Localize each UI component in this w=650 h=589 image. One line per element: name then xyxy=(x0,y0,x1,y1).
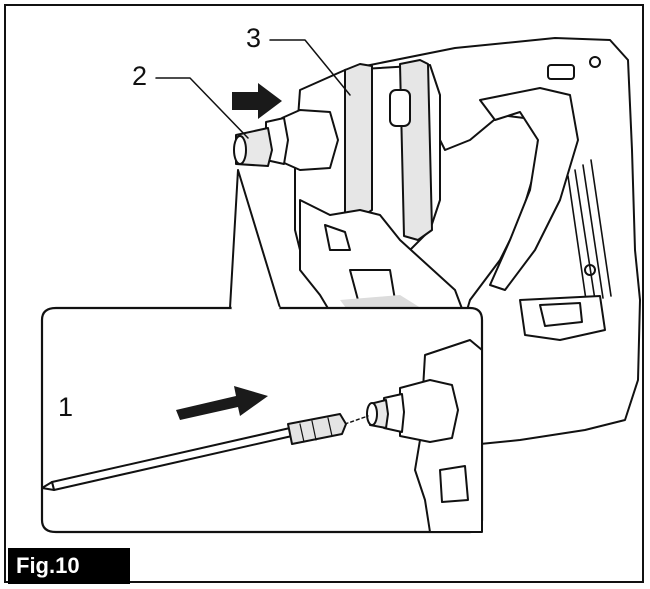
detail-inset xyxy=(40,169,484,534)
top-switch xyxy=(547,64,575,80)
side-knob xyxy=(389,89,411,127)
insert-arrow-inset xyxy=(176,386,268,420)
bit-holder-face xyxy=(233,135,247,165)
figure-frame xyxy=(4,4,644,583)
inset-pointer xyxy=(229,169,281,309)
housing-band xyxy=(344,63,373,219)
callout-1: 1 xyxy=(58,392,74,422)
insert-path xyxy=(344,415,369,425)
battery-mount xyxy=(519,295,606,341)
leader-2 xyxy=(155,77,249,139)
inset-chuck-collar xyxy=(399,379,459,443)
screw-hole-2 xyxy=(584,264,596,276)
insert-arrow-top xyxy=(232,83,282,119)
bit-hex-lines xyxy=(299,417,333,443)
callout-3: 3 xyxy=(246,23,262,53)
callout-2: 2 xyxy=(132,61,148,91)
screw-hole xyxy=(589,56,601,68)
battery-latch xyxy=(539,302,583,327)
inset-housing-detail xyxy=(439,465,469,503)
vent-lines xyxy=(567,159,612,301)
inset-holder-face xyxy=(366,402,378,426)
housing-band-2 xyxy=(399,59,433,241)
grip-opening xyxy=(479,87,579,291)
leader-3 xyxy=(269,39,351,96)
bit-tip xyxy=(41,481,55,491)
chuck-collar xyxy=(281,109,339,171)
figure-label: Fig.10 xyxy=(8,548,130,584)
